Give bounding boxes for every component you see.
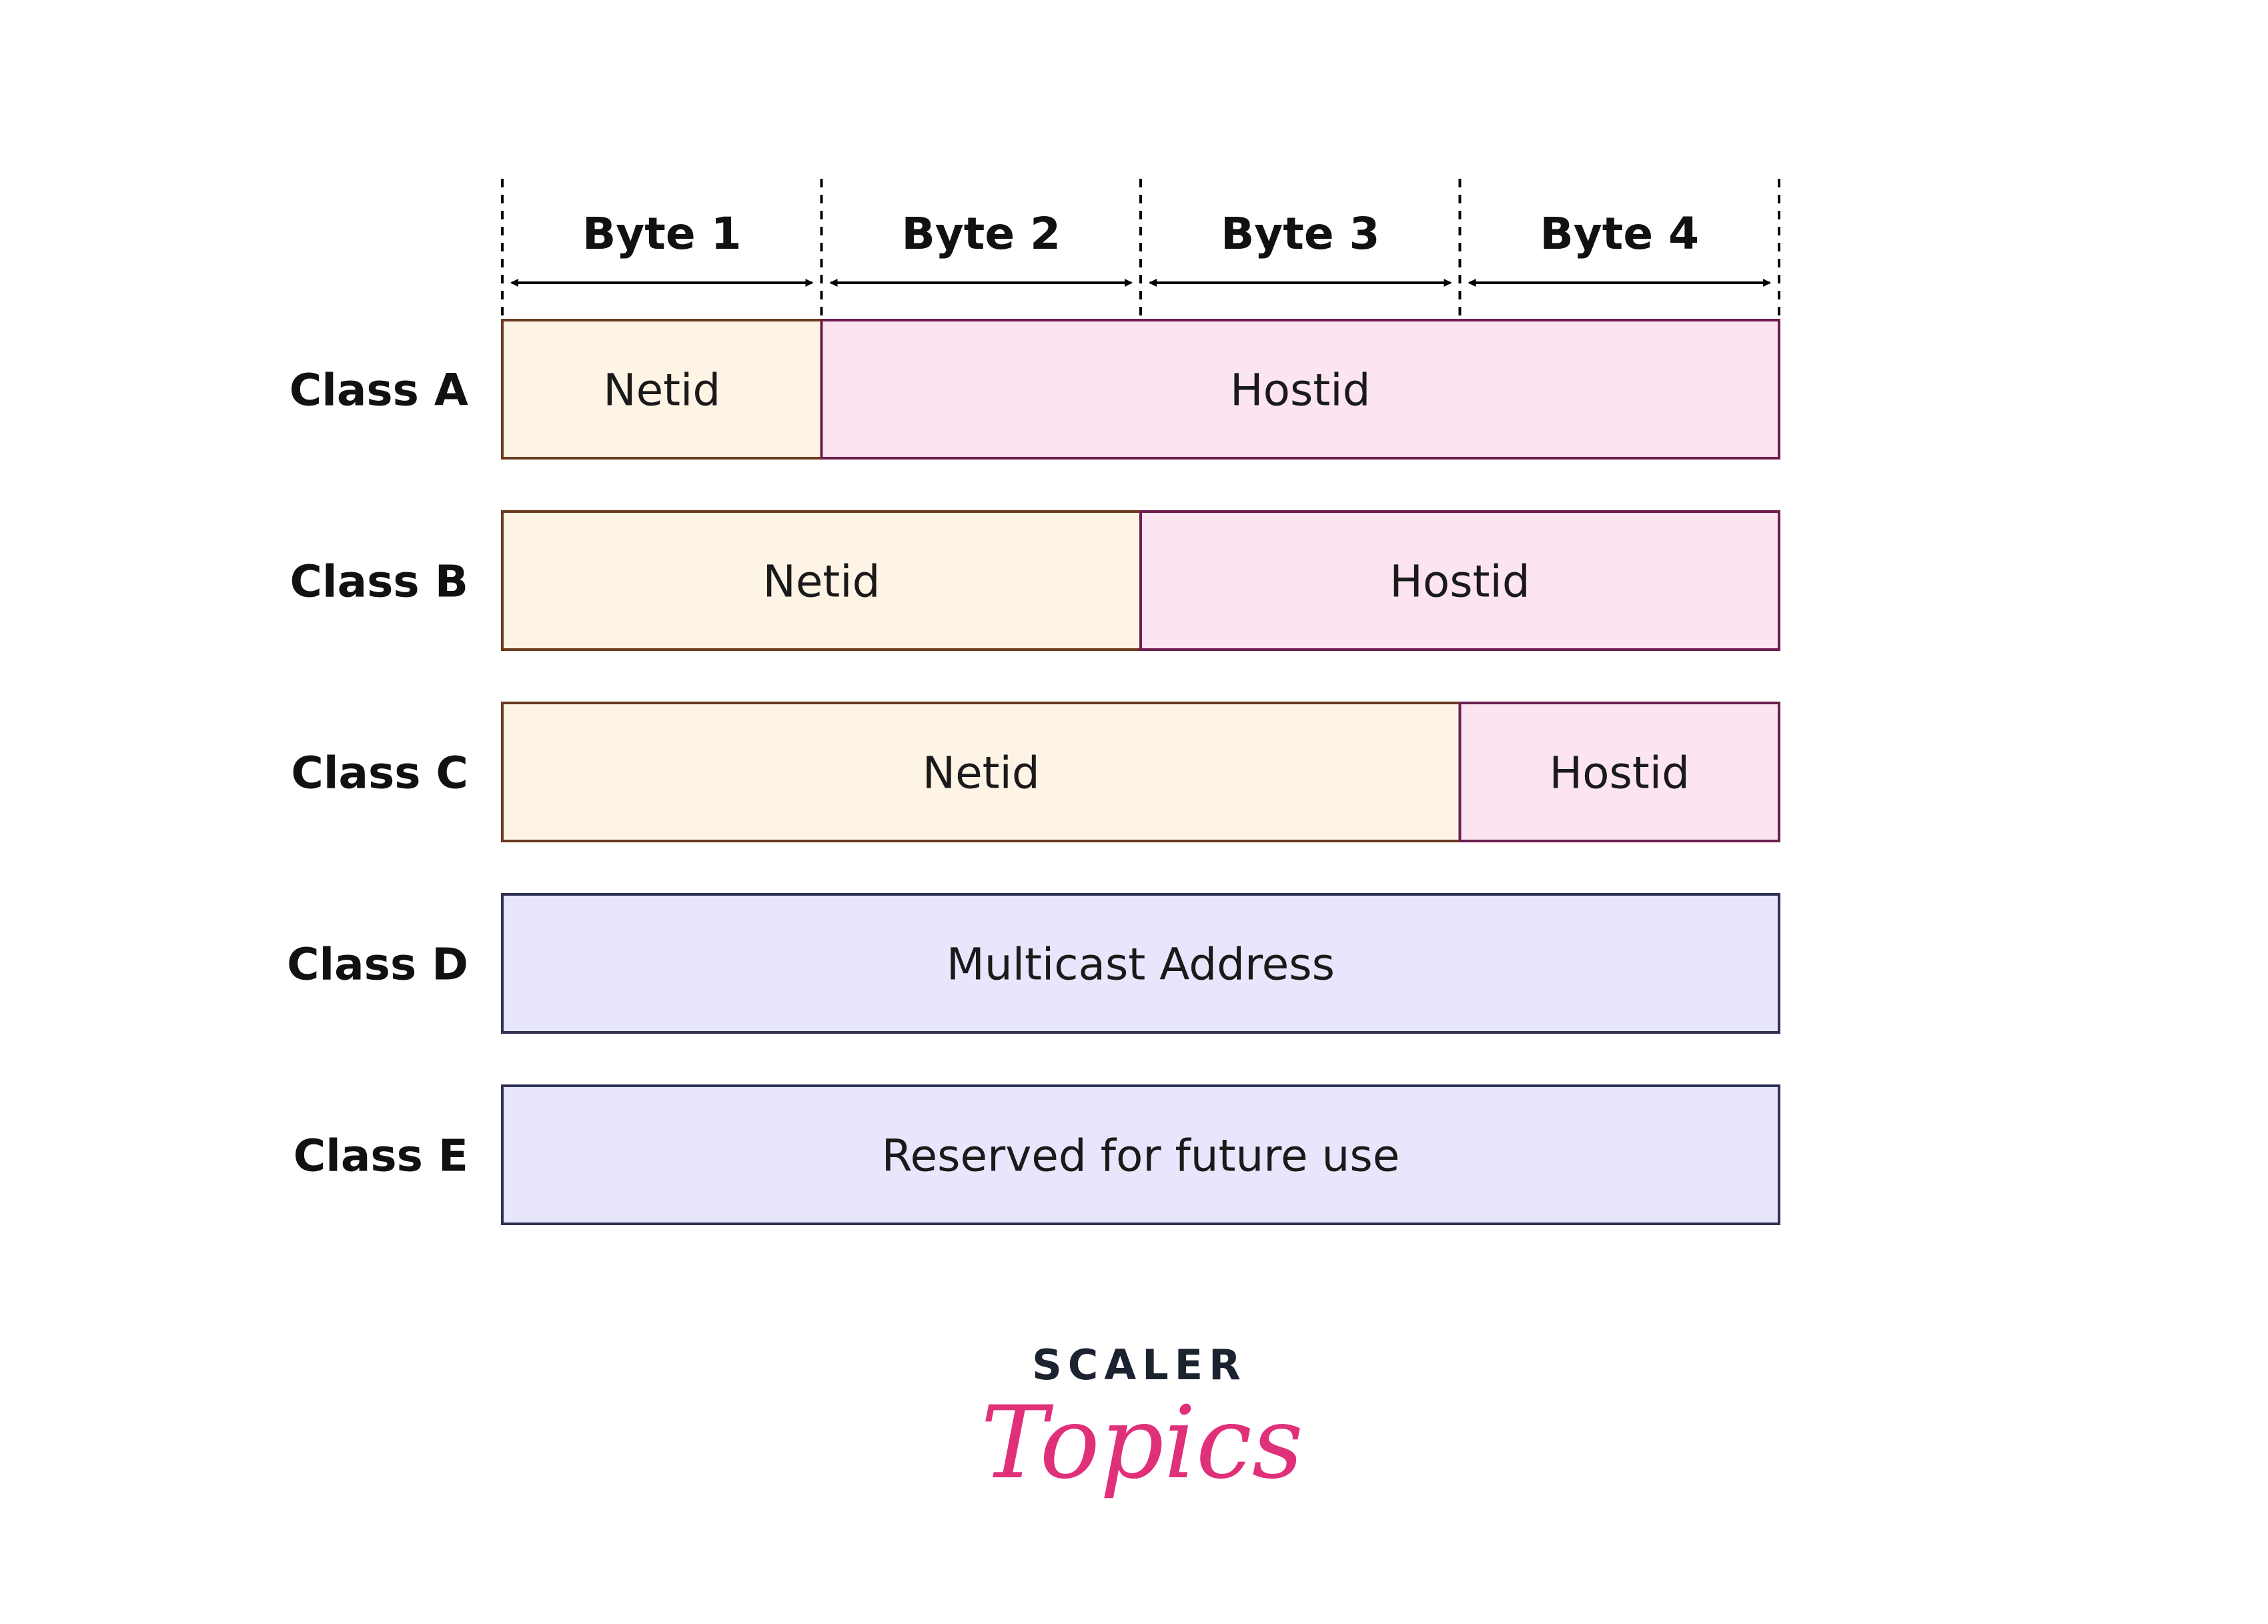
class-row-class-a: Class A Netid Hostid [290, 319, 1780, 460]
segment-label: Reserved for future use [882, 1130, 1400, 1182]
class-label: Class A [290, 365, 468, 416]
host-segment [1458, 702, 1780, 842]
segment-label: Hostid [1549, 748, 1690, 799]
class-row-class-b: Class B Netid Hostid [290, 510, 1780, 651]
class-label: Class E [294, 1130, 468, 1182]
class-row-class-c: Class C Netid Hostid [291, 702, 1780, 842]
class-label: Class C [291, 748, 468, 799]
host-segment [1139, 510, 1780, 651]
logo-top-text: SCALER [1032, 1341, 1247, 1389]
byte-label: Byte 3 [1221, 208, 1380, 259]
byte-label: Byte 4 [1540, 208, 1699, 259]
net-segment [501, 702, 1462, 842]
class-row-class-d: Class D Multicast Address [287, 893, 1780, 1034]
segment-label: Netid [762, 556, 880, 608]
logo-script-text: Topics [981, 1385, 1303, 1501]
host-segment [820, 319, 1780, 460]
net-segment [501, 510, 1142, 651]
byte-label: Byte 2 [901, 208, 1061, 259]
segment-label: Netid [923, 748, 1040, 799]
special-segment [501, 893, 1780, 1034]
byte-label: Byte 1 [582, 208, 742, 259]
class-label: Class B [290, 556, 468, 608]
segment-label: Multicast Address [947, 939, 1335, 990]
segment-label: Netid [603, 365, 720, 416]
special-segment [501, 1084, 1780, 1225]
scaler-topics-logo: SCALER Topics [981, 1341, 1303, 1501]
segment-label: Hostid [1389, 556, 1530, 608]
class-label: Class D [287, 939, 468, 990]
segment-label: Hostid [1230, 365, 1371, 416]
byte-header: Byte 1 Byte 2 Byte 3 Byte 4 [501, 179, 1780, 319]
class-row-class-e: Class E Reserved for future use [294, 1084, 1780, 1225]
